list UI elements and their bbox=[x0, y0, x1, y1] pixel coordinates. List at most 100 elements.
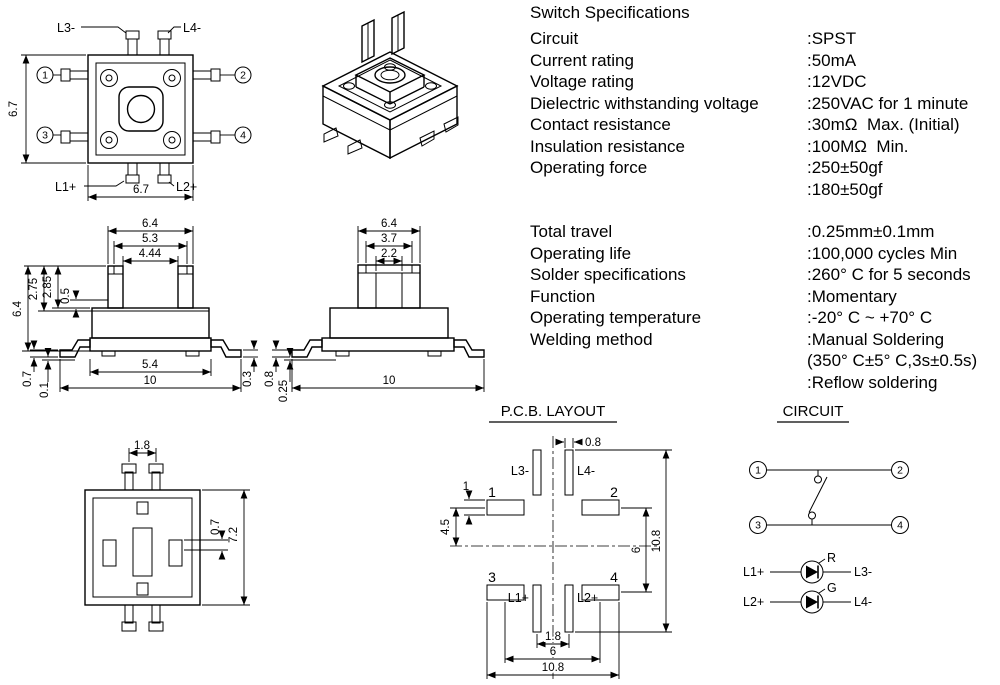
pad-label-l3: L3- bbox=[511, 464, 529, 478]
spec-value: :50mA bbox=[807, 50, 857, 70]
specifications-panel: Switch Specifications Circuit :SPST Curr… bbox=[530, 2, 996, 393]
led1-anode-label: L1+ bbox=[743, 565, 764, 579]
dim-pad-height: 1 bbox=[463, 481, 469, 493]
dim-overall-width: 10.8 bbox=[542, 662, 564, 674]
spec-row-insulation-resistance: Insulation resistance :100MΩ Min. bbox=[530, 136, 996, 158]
actuator-button bbox=[126, 94, 156, 124]
switch-contact-top bbox=[814, 475, 822, 484]
spec-label: Operating temperature bbox=[530, 308, 702, 327]
front-view: 6.4 5.3 4.44 2.85 2.75 0.5 6.4 0.7 0.1 bbox=[12, 218, 258, 398]
dim-top-outer: 6.4 bbox=[142, 218, 159, 230]
led2-cathode-label: L4- bbox=[854, 595, 872, 609]
spec-row-circuit: Circuit :SPST bbox=[530, 28, 996, 50]
spec-value: :180±50gf bbox=[807, 179, 883, 199]
spec-row-solder-specifications: Solder specifications :260° C for 5 seco… bbox=[530, 264, 996, 286]
spec-row-current-rating: Current rating :50mA bbox=[530, 50, 996, 72]
spec-row-function: Function :Momentary bbox=[530, 286, 996, 308]
dim-overall-height: 6.4 bbox=[12, 300, 24, 317]
led1-color-label: R bbox=[827, 551, 836, 565]
pad-1-number: 1 bbox=[488, 484, 496, 500]
spec-label: Operating force bbox=[530, 158, 648, 177]
dim-top-inner: 2.2 bbox=[381, 248, 397, 260]
dim-width: 6.7 bbox=[133, 184, 149, 196]
spec-value: :12VDC bbox=[807, 72, 867, 91]
isometric-view bbox=[321, 10, 459, 160]
spec-row-contact-resistance: Contact resistance :30mΩ Max. (Initial) bbox=[530, 114, 996, 136]
pin-1-number: 1 bbox=[42, 70, 48, 82]
dim-top-outer: 6.4 bbox=[381, 218, 398, 230]
dim-base-width: 5.4 bbox=[142, 359, 159, 371]
pcb-layout: P.C.B. LAYOUT L3- L4- 0.8 1 2 3 4 L1+ L2… bbox=[440, 403, 672, 680]
spec-row-total-travel: Total travel :0.25mm±0.1mm bbox=[530, 221, 996, 243]
spec-row-welding-method-3: :Reflow soldering bbox=[530, 372, 996, 394]
actuator-housing bbox=[118, 86, 164, 132]
dim-top-mid: 3.7 bbox=[381, 233, 397, 245]
dim-slot: 0.7 bbox=[210, 519, 222, 535]
dim-lead-thickness: 0.8 bbox=[264, 371, 276, 387]
terminal-2-number: 2 bbox=[897, 465, 903, 477]
spec-row-operating-force-2: :180±50gf bbox=[530, 179, 996, 201]
spec-row-operating-life: Operating life :100,000 cycles Min bbox=[530, 243, 996, 265]
spec-row-voltage-rating: Voltage rating :12VDC bbox=[530, 71, 996, 93]
dim-step: 0.5 bbox=[60, 288, 72, 304]
dim-height: 6.7 bbox=[8, 101, 20, 117]
spec-label bbox=[530, 372, 807, 394]
switch-contact-bottom bbox=[808, 511, 816, 520]
circuit-diagram: CIRCUIT 1 2 3 4 L1+ R L3- L2+ G L4- bbox=[743, 403, 909, 614]
spec-gap bbox=[530, 200, 996, 221]
pin-2-number: 2 bbox=[240, 70, 246, 82]
pad-label-l1: L1+ bbox=[508, 591, 529, 605]
spec-value: :30mΩ Max. (Initial) bbox=[807, 115, 960, 134]
dim-row-pitch: 6 bbox=[631, 547, 643, 553]
spec-value: :Momentary bbox=[807, 286, 897, 306]
spec-label bbox=[530, 350, 807, 372]
pad-3-number: 3 bbox=[488, 569, 496, 585]
spec-value: :100MΩ Min. bbox=[807, 136, 909, 156]
terminal-3-number: 3 bbox=[755, 520, 761, 532]
spec-label: Current rating bbox=[530, 50, 634, 70]
bottom-view: 1.8 0.7 7.2 bbox=[84, 440, 250, 632]
terminal-1-number: 1 bbox=[755, 465, 761, 477]
spec-label: Contact resistance bbox=[530, 115, 671, 134]
dim-overall-width: 10 bbox=[144, 375, 157, 387]
dim-overall-width: 10 bbox=[383, 375, 396, 387]
spec-value: :Reflow soldering bbox=[807, 372, 938, 392]
dim-overall-height: 10.8 bbox=[651, 530, 663, 552]
dim-standoff: 0.1 bbox=[39, 382, 51, 398]
led2-color-label: G bbox=[827, 581, 837, 595]
spec-value: :250±50gf bbox=[807, 158, 883, 177]
spec-value: :100,000 cycles Min bbox=[807, 243, 958, 263]
spec-label: Total travel bbox=[530, 222, 613, 241]
pin-3-number: 3 bbox=[42, 130, 48, 142]
pcb-layout-title: P.C.B. LAYOUT bbox=[501, 403, 605, 420]
spec-label: Solder specifications bbox=[530, 265, 686, 284]
spec-value: :0.25mm±0.1mm bbox=[807, 222, 935, 241]
switch-blade bbox=[808, 476, 828, 513]
pad-label-l2: L2+ bbox=[577, 591, 598, 605]
circuit-title: CIRCUIT bbox=[783, 403, 844, 420]
spec-label: Welding method bbox=[530, 329, 653, 349]
spec-row-dielectric: Dielectric withstanding voltage :250VAC … bbox=[530, 93, 996, 115]
spec-value: :250VAC for 1 minute bbox=[807, 93, 969, 113]
lead-label-l3: L3- bbox=[57, 21, 75, 35]
spec-row-operating-force: Operating force :250±50gf bbox=[530, 157, 996, 179]
top-view: 1 2 3 4 L3- L4- L1+ L2+ 6.7 6.7 bbox=[8, 21, 252, 201]
spec-label: Function bbox=[530, 286, 596, 306]
dim-overall-height: 7.2 bbox=[228, 527, 240, 543]
dim-upper: 4.5 bbox=[440, 519, 452, 535]
spec-row-welding-method-2: (350° C±5° C,3s±0.5s) bbox=[530, 350, 996, 372]
dim-body-height: 2.75 bbox=[28, 278, 40, 300]
lead-label-l1: L1+ bbox=[55, 180, 76, 194]
dim-top-mid: 5.3 bbox=[142, 233, 158, 245]
dim-lead-thickness: 0.7 bbox=[22, 371, 34, 387]
lead-label-l4: L4- bbox=[183, 21, 201, 35]
spec-label: Circuit bbox=[530, 29, 579, 48]
pad-label-l4: L4- bbox=[577, 464, 595, 478]
lead-label-l2: L2+ bbox=[176, 180, 197, 194]
pin-4-number: 4 bbox=[240, 130, 246, 142]
pad-2-number: 2 bbox=[610, 484, 618, 500]
spec-value: :260° C for 5 seconds bbox=[807, 265, 971, 284]
spec-label: Operating life bbox=[530, 243, 632, 263]
terminal-4-number: 4 bbox=[897, 520, 903, 532]
